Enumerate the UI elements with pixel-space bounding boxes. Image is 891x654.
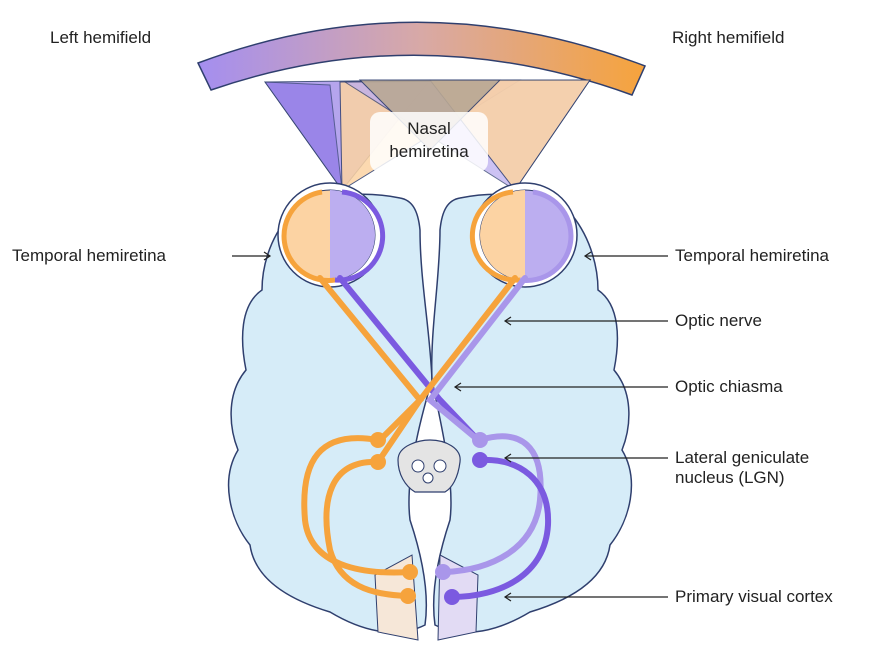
lgn-line-1: Lateral geniculate — [675, 448, 809, 468]
temporal-hemiretina-right-label: Temporal hemiretina — [675, 246, 829, 266]
left-hemifield-label: Left hemifield — [50, 28, 151, 48]
temporal-hemiretina-left-label: Temporal hemiretina — [12, 246, 166, 266]
optic-nerve-label: Optic nerve — [675, 311, 762, 331]
nasal-hemiretina-label: Nasal hemiretina — [370, 112, 488, 172]
left-eye — [278, 183, 383, 287]
right-eye — [472, 183, 577, 287]
lgn-label: Lateral geniculate nucleus (LGN) — [675, 448, 809, 489]
brainstem — [398, 440, 460, 492]
nasal-line-2: hemiretina — [370, 141, 488, 164]
optic-chiasma-label: Optic chiasma — [675, 377, 783, 397]
right-hemifield-label: Right hemifield — [672, 28, 784, 48]
nasal-line-1: Nasal — [370, 118, 488, 141]
primary-visual-cortex-label: Primary visual cortex — [675, 587, 833, 607]
lgn-line-2: nucleus (LGN) — [675, 468, 809, 488]
